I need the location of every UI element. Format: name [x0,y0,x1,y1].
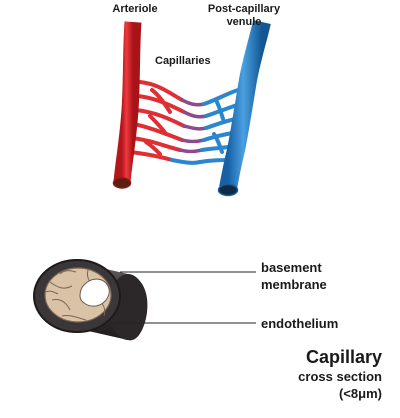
caption-size-note: (<8μm) [339,386,382,401]
capillary-cross-section [33,259,148,341]
venule-label-line2: venule [226,16,262,28]
caption-title: Capillary [305,347,382,367]
arteriole-opening [112,177,132,189]
basement-membrane-line1: basement [261,260,322,275]
venule-label: Post-capillary venule [184,3,304,29]
caption-subtitle: cross section [298,369,382,384]
capillaries-label: Capillaries [155,55,211,67]
arteriole-label: Arteriole [112,3,158,15]
capillaries-arterial-side [129,80,186,162]
arteriole-vessel [112,21,142,189]
basement-membrane-line2: membrane [261,277,327,292]
venule-label-line1: Post-capillary [207,3,281,15]
capillaries-transition [178,98,208,154]
capillary-lumen [79,278,110,307]
endothelium-label: endothelium [261,316,339,331]
leader-lines [112,271,256,324]
capillary-network [129,80,242,165]
caption-block: Capillary cross section (<8μm) [222,346,382,402]
venule-vessel [217,19,271,197]
capillaries-venous-side [170,88,242,165]
venule-opening [217,183,239,197]
basement-membrane-label: basement membrane [261,259,327,293]
